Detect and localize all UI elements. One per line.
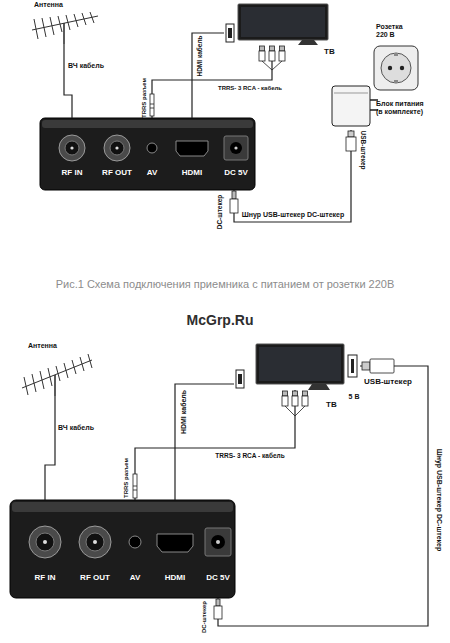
plug-label: DC-штекер: [201, 601, 208, 633]
cable-label: HDMI кабель: [196, 34, 203, 77]
plug-label: USB-штекер: [364, 377, 412, 386]
antenna: Антенна: [18, 340, 94, 396]
socket-drawing: [374, 46, 418, 90]
receiver-drawing: [10, 500, 235, 598]
port-label: DC 5V: [206, 573, 230, 582]
receiver-drawing: [40, 118, 255, 190]
node-label: Антенна: [28, 342, 57, 350]
cable-label: HDMI кабель: [180, 389, 188, 435]
cable-label: TRRS- 3 RCA - кабель: [214, 452, 285, 459]
cable-label: ВЧ кабель: [57, 424, 95, 432]
plug-label: DC-штекер: [216, 195, 223, 230]
cable-line: [218, 366, 428, 626]
port-label: RF OUT: [102, 168, 132, 177]
node-label: Блок питания (в комплекте): [376, 100, 430, 116]
cable-line: [64, 44, 72, 118]
node-label: ТВ: [326, 400, 337, 409]
port-label: AV: [147, 168, 158, 177]
port-label: RF IN: [35, 573, 56, 582]
tv-drawing: [226, 4, 328, 45]
port-label: RF IN: [62, 168, 83, 177]
jack-label: TRRS разъем: [123, 458, 130, 498]
power-adapter: Блок питания (в комплекте): [330, 84, 372, 130]
figure-caption: Рис.1 Схема подключения приемника с пита…: [56, 278, 395, 291]
cable-label: Шнур USB-штекер DC-штекер: [241, 211, 345, 219]
cable-label: TRRS- 3 RCA - кабель: [217, 85, 283, 92]
tv: ТВ: [224, 2, 332, 46]
node-label: Антенна: [34, 1, 63, 9]
antenna-drawing: [32, 12, 98, 44]
cable-label: ВЧ кабель: [67, 62, 105, 70]
port-label: RF OUT: [80, 573, 110, 582]
watermark: McGrp.Ru: [187, 312, 254, 328]
node-label: Розетка 220 В: [376, 23, 414, 39]
cable-line: [135, 390, 295, 500]
tv-drawing: [236, 344, 357, 390]
cable-line: [45, 396, 55, 500]
cable-line: [234, 130, 351, 222]
cable-line: [192, 33, 224, 118]
antenna: Антенна: [28, 1, 100, 44]
receiver: RF IN RF OUT AV HDMI DC 5V: [10, 500, 235, 598]
jack-label: TRRS разъем: [141, 78, 148, 118]
antenna-drawing: [22, 354, 92, 396]
port-label: DC 5V: [224, 168, 248, 177]
cable-line: [152, 46, 272, 118]
port-label: HDMI: [165, 573, 185, 582]
plug-label: USB-штекер: [359, 131, 366, 170]
plug-symbols: [133, 46, 394, 619]
port-label: HDMI: [182, 168, 202, 177]
port-label: AV: [130, 573, 141, 582]
socket: Розетка 220 В: [370, 44, 422, 92]
cable-label: Шнур USB-штекер DC-штекер: [435, 448, 443, 552]
receiver: RF IN RF OUT AV HDMI DC 5V: [40, 118, 255, 190]
cable-line: [175, 384, 234, 500]
port-voltage: 5 В: [349, 393, 360, 401]
node-label: ТВ: [324, 47, 335, 56]
adapter-drawing: [332, 86, 378, 126]
tv: ТВ: [234, 342, 360, 390]
